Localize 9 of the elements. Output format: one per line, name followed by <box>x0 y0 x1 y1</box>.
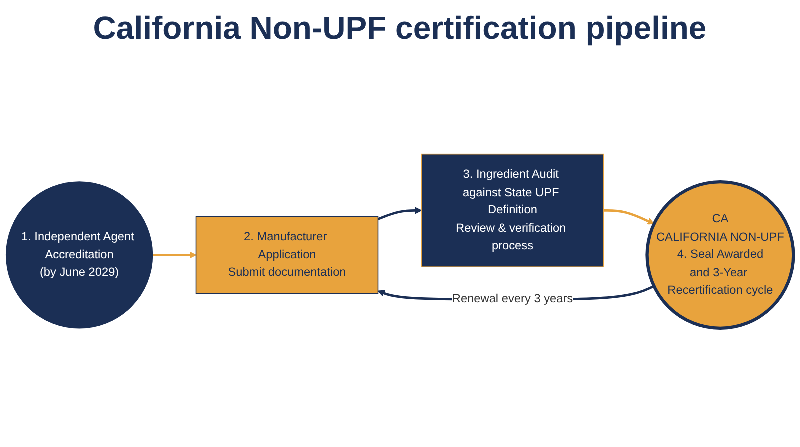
arrow <box>604 209 654 224</box>
title: California Non-UPF certification pipeline <box>92 10 708 47</box>
node-circle: 1. Independent Agent Accreditation (by June 2029) <box>6 181 154 328</box>
arrow <box>152 251 197 258</box>
node-circle: CA CALIFORNIA NON-UPF 4. Seal Awarded and 3-Year Recertification cycle <box>646 180 796 330</box>
node-box: 3. Ingredient Audit against State UPF Definition Review & verification process <box>421 154 604 268</box>
arrow <box>378 206 422 220</box>
edge-label: Renewal every 3 years <box>452 292 574 306</box>
node-box: 2. Manufacturer Application Submit documentation <box>196 216 379 294</box>
